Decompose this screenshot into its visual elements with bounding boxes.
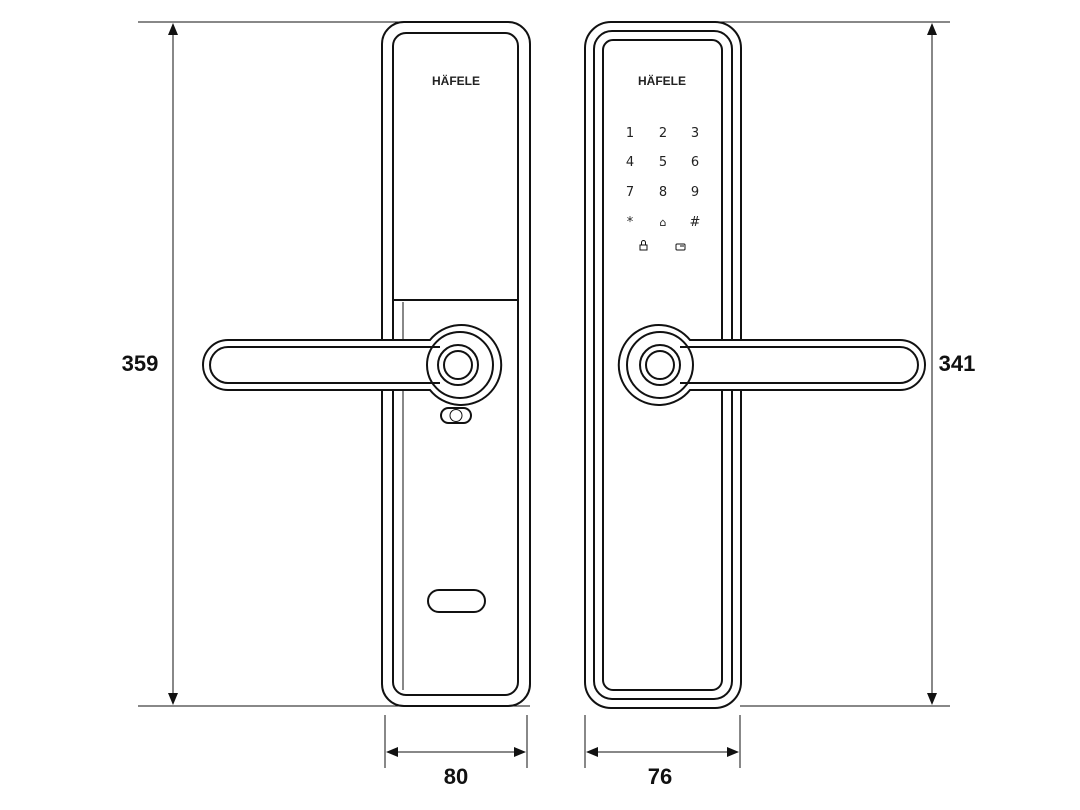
- key-home[interactable]: ⌂: [660, 216, 667, 229]
- lock-icon[interactable]: [639, 240, 648, 251]
- dimension-width-left: 80: [444, 764, 468, 789]
- key-cover-icon: [440, 407, 472, 424]
- dimension-lines: [138, 21, 950, 768]
- battery-cover: [427, 589, 486, 613]
- key-7[interactable]: 7: [626, 185, 634, 200]
- key-2[interactable]: 2: [659, 126, 667, 141]
- brand-logo-front: HÄFELE: [638, 73, 686, 88]
- key-8[interactable]: 8: [659, 185, 667, 200]
- lock-rear-view: [202, 21, 531, 707]
- key-hash[interactable]: #: [690, 215, 701, 230]
- keypad: 1 2 3 4 5 6 7 8 9 * ⌂ #: [626, 126, 701, 251]
- dimension-height-left: 359: [122, 351, 159, 376]
- key-6[interactable]: 6: [691, 155, 699, 170]
- key-3[interactable]: 3: [691, 126, 699, 141]
- key-1[interactable]: 1: [626, 126, 634, 141]
- dimension-width-right: 76: [648, 764, 672, 789]
- key-star[interactable]: *: [627, 215, 634, 230]
- key-9[interactable]: 9: [691, 185, 699, 200]
- card-icon[interactable]: [675, 243, 686, 251]
- dimension-height-right: 341: [939, 351, 976, 376]
- key-5[interactable]: 5: [659, 155, 667, 170]
- brand-logo-rear: HÄFELE: [432, 73, 480, 88]
- key-4[interactable]: 4: [626, 155, 634, 170]
- lock-front-view: [584, 21, 926, 709]
